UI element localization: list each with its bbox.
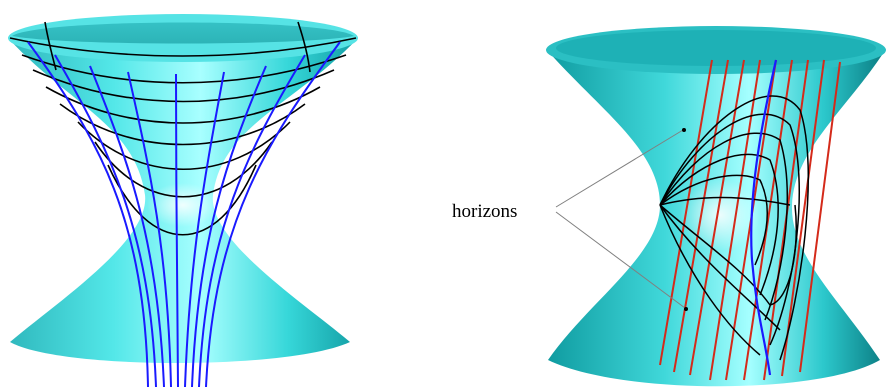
left-black-curve (297, 21, 311, 73)
right-hyperboloid (546, 26, 886, 387)
left-black-curve (107, 164, 257, 236)
left-inner-opening (12, 22, 354, 44)
right-black-curve (659, 204, 781, 331)
right-black-curves (659, 95, 810, 361)
left-blue-curve (54, 54, 157, 387)
right-red-line (781, 59, 825, 377)
right-black-curve (659, 204, 761, 356)
right-black-curve (659, 153, 779, 296)
pointer-arrowhead (684, 307, 688, 311)
horizons-annotation: horizons (452, 128, 688, 311)
left-black-curve (94, 141, 273, 198)
right-red-line (659, 59, 713, 366)
left-blue-curve (191, 65, 267, 387)
left-hyperboloid (8, 14, 358, 387)
left-blue-curve (205, 41, 341, 387)
horizons-label: horizons (452, 201, 517, 222)
left-blue-curve (127, 71, 172, 387)
left-blue-curve (27, 41, 149, 387)
left-black-curve (9, 37, 357, 57)
right-black-curve (659, 204, 798, 306)
left-blue-curve (184, 71, 225, 387)
right-inner-opening (556, 30, 876, 66)
right-red-line (673, 59, 729, 373)
right-highlight (680, 179, 760, 251)
left-blue-curve (89, 65, 165, 387)
left-black-curve (59, 103, 306, 146)
pointer-line-lower (555, 211, 686, 309)
pointer-arrowhead (682, 128, 686, 132)
pointer-line-upper (555, 129, 684, 208)
left-blue-curve (175, 73, 179, 387)
right-black-curve (659, 95, 810, 361)
left-black-curve (45, 86, 321, 124)
right-black-curve (659, 174, 768, 266)
left-blue-curves (27, 41, 341, 387)
right-red-line (709, 59, 761, 381)
right-red-line (689, 59, 745, 376)
right-blue-curve (750, 59, 778, 376)
right-black-curve (659, 113, 801, 346)
right-black-curve (659, 132, 788, 321)
left-blue-curve (198, 54, 306, 387)
right-black-curve (659, 196, 791, 206)
left-black-curve (44, 21, 57, 71)
right-red-line (743, 59, 793, 381)
right-red-line (799, 61, 841, 373)
